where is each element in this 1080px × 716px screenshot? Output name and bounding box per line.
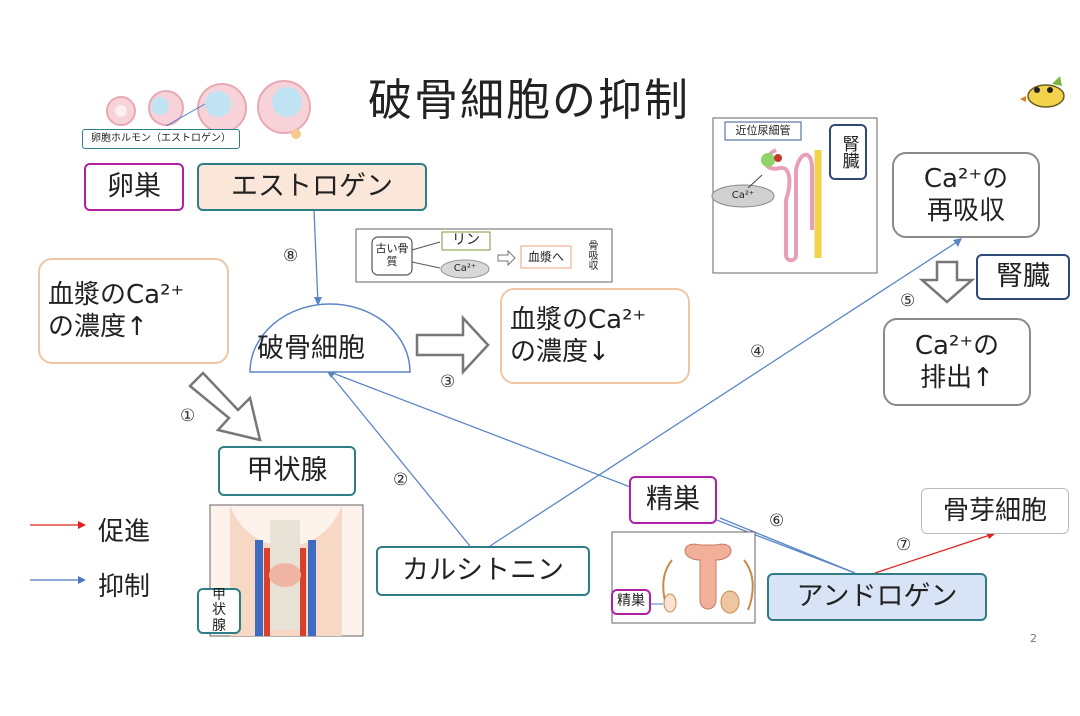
- androgen-node: アンドロゲン: [767, 573, 987, 621]
- kidney-inset-label: 腎臓: [829, 124, 867, 180]
- thyroid-inset-label: 甲状腺: [197, 587, 241, 634]
- plasma-ca-up-line2: の濃度↑: [48, 312, 148, 342]
- plasma-ca-up-line1: 血漿のCa²⁺: [48, 279, 185, 310]
- page-title: 破骨細胞の抑制: [368, 75, 690, 126]
- kidney-node: 腎臓: [976, 254, 1070, 300]
- step-3-label: ③: [440, 372, 456, 392]
- legend-inhibit-arrow: [30, 576, 86, 584]
- step-5-label: ⑤: [900, 291, 916, 311]
- calcitonin-node: カルシトニン: [376, 546, 590, 596]
- kidney-ca-label: Ca²⁺: [731, 189, 755, 201]
- bone-ca-label: Ca²⁺: [453, 262, 477, 274]
- ca-excrete-line1: Ca²⁺の: [914, 330, 1000, 361]
- hollow-arrow-down: [918, 260, 976, 304]
- ca-reabsorb-line1: Ca²⁺の: [923, 163, 1009, 194]
- step-8-label: ⑧: [283, 246, 299, 266]
- plasma-ca-up-node: 血漿のCa²⁺ の濃度↑: [38, 258, 229, 364]
- step-2-label: ②: [393, 470, 409, 490]
- phosphorus-label: リン: [452, 232, 480, 249]
- to-plasma-label: 血漿へ: [527, 249, 564, 264]
- hollow-arrow-right: [415, 314, 490, 376]
- page-number: 2: [1030, 632, 1037, 645]
- ca-reabsorption-node: Ca²⁺の 再吸収: [892, 152, 1040, 238]
- plasma-ca-down-line1: 血漿のCa²⁺: [510, 304, 647, 335]
- step-7-label: ⑦: [896, 535, 912, 555]
- testis-inset-label: 精巣: [611, 589, 651, 615]
- step-6-label: ⑥: [769, 511, 785, 531]
- legend-inhibit-label: 抑制: [98, 572, 151, 602]
- estrogen-node: エストロゲン: [197, 163, 427, 211]
- ovary-node: 卵巣: [84, 163, 184, 211]
- proximal-tubule-label: 近位尿細管: [735, 124, 791, 138]
- thyroid-node: 甲状腺: [218, 446, 356, 496]
- old-bone-label: 古い骨質: [375, 242, 409, 268]
- ca-reabsorb-line2: 再吸収: [926, 196, 1005, 226]
- ca-excretion-node: Ca²⁺の 排出↑: [883, 318, 1031, 406]
- bird-mascot-icon: [1020, 76, 1065, 108]
- plasma-ca-down-node: 血漿のCa²⁺ の濃度↓: [500, 288, 690, 384]
- promote-line: [874, 532, 996, 574]
- ca-excrete-line2: 排出↑: [920, 363, 994, 393]
- step-4-label: ④: [750, 342, 766, 362]
- testis-node: 精巣: [629, 476, 717, 524]
- osteoclast-label: 破骨細胞: [257, 333, 365, 364]
- hollow-arrow-diagonal: [188, 371, 262, 442]
- bone-resorption-label: 骨吸収: [586, 240, 597, 270]
- plasma-ca-down-line2: の濃度↓: [510, 337, 610, 367]
- step-1-label: ①: [180, 406, 196, 426]
- ovary-hormone-caption: 卵胞ホルモン（エストロゲン）: [82, 129, 240, 149]
- legend-promote-label: 促進: [98, 517, 151, 547]
- legend-promote-arrow: [30, 521, 86, 529]
- osteoblast-node: 骨芽細胞: [921, 488, 1069, 534]
